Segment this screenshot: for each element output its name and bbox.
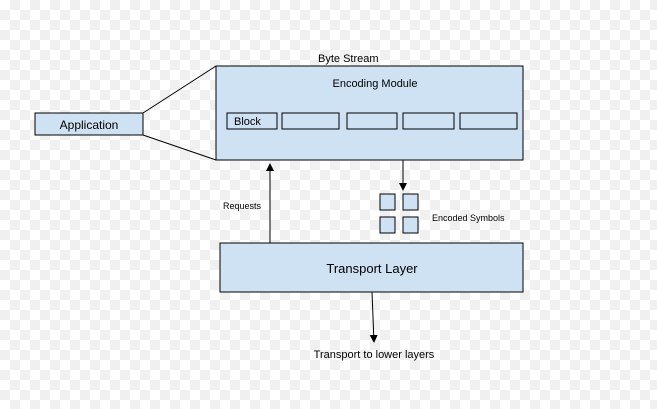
encoded-symbol-2[interactable]	[402, 193, 419, 211]
encoded-symbols-label: Encoded Symbols	[432, 213, 505, 223]
requests-label: Requests	[223, 201, 262, 211]
encoded-symbol-3[interactable]	[379, 216, 396, 234]
arrow-to-lower-layers	[369, 291, 378, 343]
transport-lower-label: Transport to lower layers	[314, 349, 435, 361]
encoded-symbol-4[interactable]	[402, 216, 419, 234]
block-cell-3[interactable]	[346, 112, 398, 130]
block-label: Block	[234, 116, 261, 128]
block-cell-4[interactable]	[402, 112, 455, 130]
block-cell-2[interactable]	[281, 112, 340, 130]
transport-layer-label: Transport Layer	[326, 261, 418, 276]
transport-layer-box[interactable]	[219, 242, 524, 293]
zoom-line-top	[142, 65, 217, 114]
block-cell-5[interactable]	[459, 112, 518, 130]
encoding-module-label: Encoding Module	[332, 78, 417, 90]
application-box[interactable]	[34, 112, 144, 136]
block-cell-1[interactable]	[226, 112, 278, 130]
encoded-symbol-1[interactable]	[379, 193, 396, 211]
application-label: Application	[60, 118, 119, 132]
byte-stream-label: Byte Stream	[318, 53, 379, 65]
zoom-line-bottom	[142, 134, 217, 161]
